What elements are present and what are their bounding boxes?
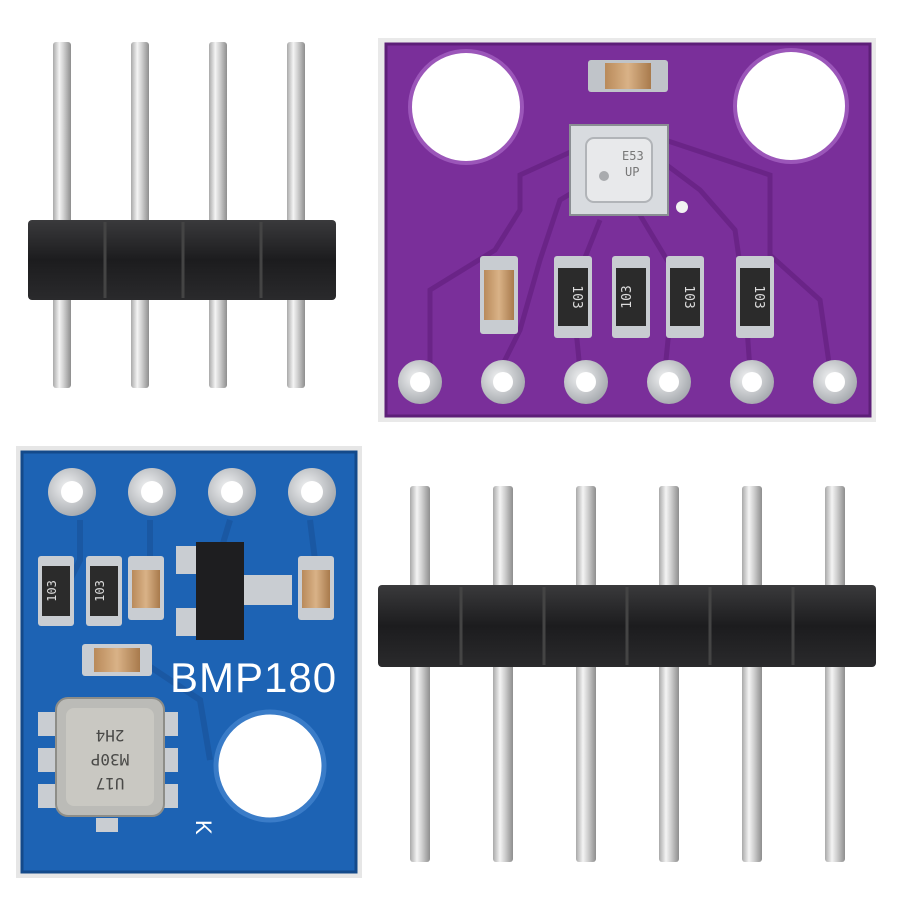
sensor-mark: UP	[625, 165, 639, 179]
capacitor	[128, 556, 164, 620]
svg-text:103: 103	[569, 285, 584, 308]
sensor-mark: U17	[96, 774, 125, 793]
header-pin	[209, 42, 227, 388]
header-pin	[53, 42, 71, 388]
header-pin	[410, 486, 430, 862]
sensor-mark: M30P	[91, 750, 130, 769]
header-pin	[825, 486, 845, 862]
resistor-103: 103	[736, 256, 774, 338]
sensor-mark: E53	[622, 149, 644, 163]
capacitor-top	[588, 60, 668, 92]
mounting-hole	[213, 709, 327, 823]
resistor-103: 103	[666, 256, 704, 338]
blue-sensor-board: 103 103 BMP180	[16, 446, 362, 878]
header-pin	[493, 486, 513, 862]
sensor-mark: 2H4	[96, 726, 125, 745]
voltage-regulator	[176, 542, 292, 640]
resistor-103: 103	[86, 556, 122, 626]
header-pin	[742, 486, 762, 862]
pin-header-6	[378, 486, 876, 862]
svg-text:103: 103	[45, 580, 59, 602]
board-corner-mark: K	[191, 820, 216, 835]
header-pin	[659, 486, 679, 862]
board-model-label: BMP180	[170, 654, 337, 701]
mounting-hole	[408, 49, 524, 165]
header-pin	[576, 486, 596, 862]
header-pin	[131, 42, 149, 388]
svg-text:103: 103	[751, 285, 766, 308]
svg-text:103: 103	[620, 285, 635, 308]
resistor-103: 103	[38, 556, 74, 626]
mounting-hole	[733, 48, 849, 164]
purple-sensor-board: E53 UP 103 103 103 103	[378, 38, 876, 422]
resistor-103: 103	[612, 256, 650, 338]
capacitor	[82, 644, 152, 676]
pressure-sensor-chip: E53 UP	[569, 124, 669, 216]
svg-text:103: 103	[93, 580, 107, 602]
pin-header-4	[28, 42, 336, 388]
bmp180-sensor-chip: U17 M30P 2H4	[38, 697, 178, 832]
header-pin	[287, 42, 305, 388]
svg-text:103: 103	[681, 285, 696, 308]
capacitor	[298, 556, 334, 620]
resistor-103: 103	[554, 256, 592, 338]
capacitor-left	[480, 256, 518, 334]
